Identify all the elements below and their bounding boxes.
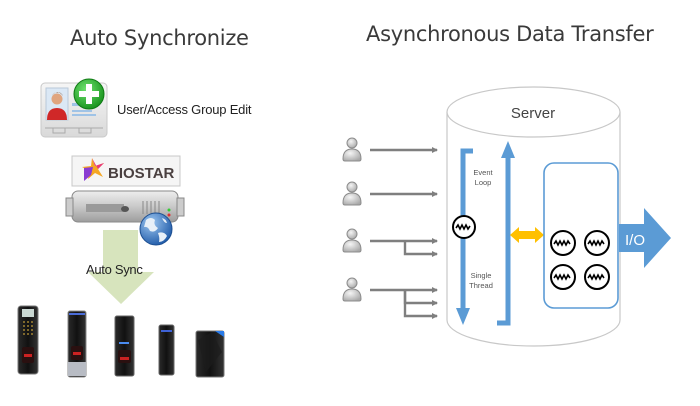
event-loop-worker-icon [452, 215, 476, 239]
svg-text:Single: Single [471, 271, 492, 280]
request-arrow [403, 290, 438, 306]
device-fingerprint-black [114, 315, 135, 377]
sync-arrow-icon [88, 230, 154, 304]
auto-sync-label: Auto Sync [86, 262, 143, 277]
auto-synchronize-title: Auto Synchronize [70, 26, 249, 50]
worker-pool [550, 230, 610, 290]
user-icon [342, 181, 362, 206]
device-square-reader [195, 330, 225, 378]
worker-thread-icon [550, 264, 576, 290]
add-icon [73, 78, 105, 110]
user-icon [342, 228, 362, 253]
worker-thread-icon [550, 230, 576, 256]
io-arrow [619, 208, 671, 268]
server-brand: BIOSTAR [108, 165, 175, 182]
device-slim-reader [158, 324, 175, 376]
user-icon [342, 277, 362, 302]
event-loop-label: Event Loop [473, 168, 493, 187]
return-arrow [497, 141, 515, 326]
worker-thread-icon [584, 264, 610, 290]
device-fingerprint-keypad [17, 305, 39, 375]
svg-text:Loop: Loop [475, 178, 492, 187]
server-label: Server [511, 105, 555, 122]
exchange-arrow-icon [510, 227, 544, 243]
worker-thread-icon [584, 230, 610, 256]
io-label: I/O [625, 232, 645, 249]
async-data-transfer-title: Asynchronous Data Transfer [366, 22, 654, 46]
svg-text:Event: Event [473, 168, 493, 177]
clients-group [342, 137, 438, 319]
svg-text:Thread: Thread [469, 281, 493, 290]
user-access-group-edit-label: User/Access Group Edit [117, 102, 252, 117]
server-icon: BIOSTAR [65, 155, 185, 223]
request-arrow [403, 241, 438, 257]
globe-icon [139, 212, 173, 246]
request-arrow [403, 290, 438, 319]
user-icon [342, 137, 362, 162]
single-thread-label: Single Thread [469, 271, 493, 290]
device-fingerprint-silver [67, 310, 87, 378]
event-loop-arrow [456, 148, 473, 325]
biostar-logo-icon [82, 158, 104, 181]
